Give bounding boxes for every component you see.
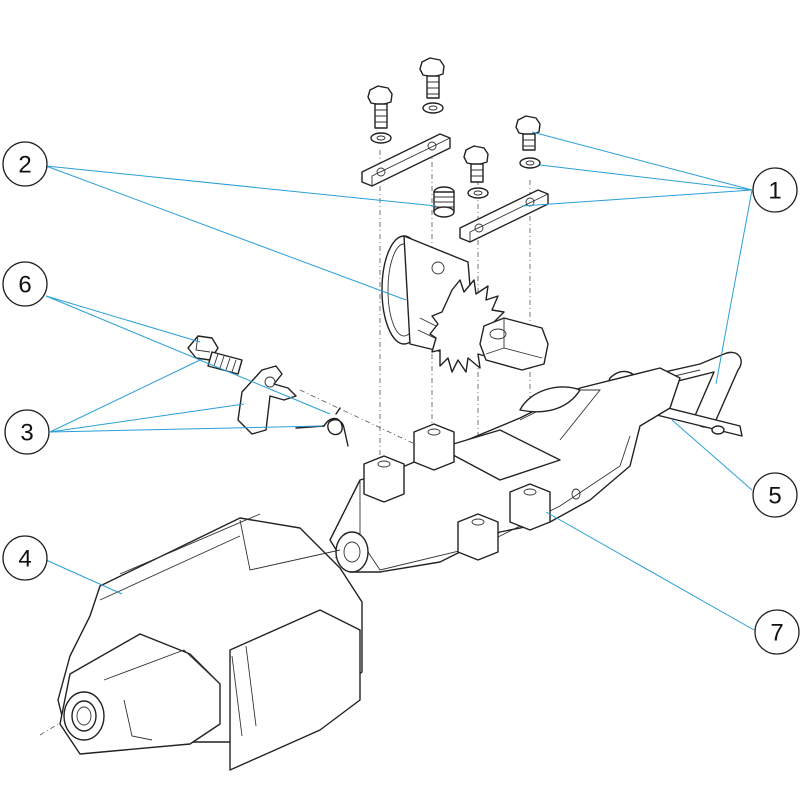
callout-5: 5 <box>752 472 798 518</box>
threaded-insert <box>433 186 455 218</box>
part-1-bolts-washers-plates <box>361 57 549 243</box>
callout-4: 4 <box>2 535 48 581</box>
toothed-hub <box>381 235 549 373</box>
callout-4-label: 4 <box>18 546 31 573</box>
bolt-d <box>463 145 489 183</box>
callout-6-label: 6 <box>18 272 31 299</box>
part-2-hub-and-insert <box>381 186 549 373</box>
callout-2: 2 <box>2 141 48 187</box>
callout-2-label: 2 <box>18 152 31 179</box>
callout-6: 6 <box>2 261 48 307</box>
part-7-frame <box>329 367 681 573</box>
callout-7-label: 7 <box>770 620 783 647</box>
callout-1: 1 <box>752 167 798 213</box>
callout-1-label: 1 <box>768 178 781 205</box>
part-4-housing <box>57 513 363 771</box>
callout-3-label: 3 <box>20 420 33 447</box>
washer-a <box>370 132 392 144</box>
washer-d <box>467 187 489 199</box>
callout-7: 7 <box>754 609 800 655</box>
washer-c <box>519 157 541 169</box>
bolt-c <box>515 115 541 151</box>
washer-b <box>422 102 444 114</box>
callout-3: 3 <box>4 409 50 455</box>
bolt-b <box>419 57 445 99</box>
bolt-a <box>367 85 393 129</box>
leader-lines <box>45 131 755 631</box>
part-3-pawl-and-spring <box>237 365 349 447</box>
part-6-bolt <box>187 335 243 375</box>
callout-5-label: 5 <box>768 483 781 510</box>
